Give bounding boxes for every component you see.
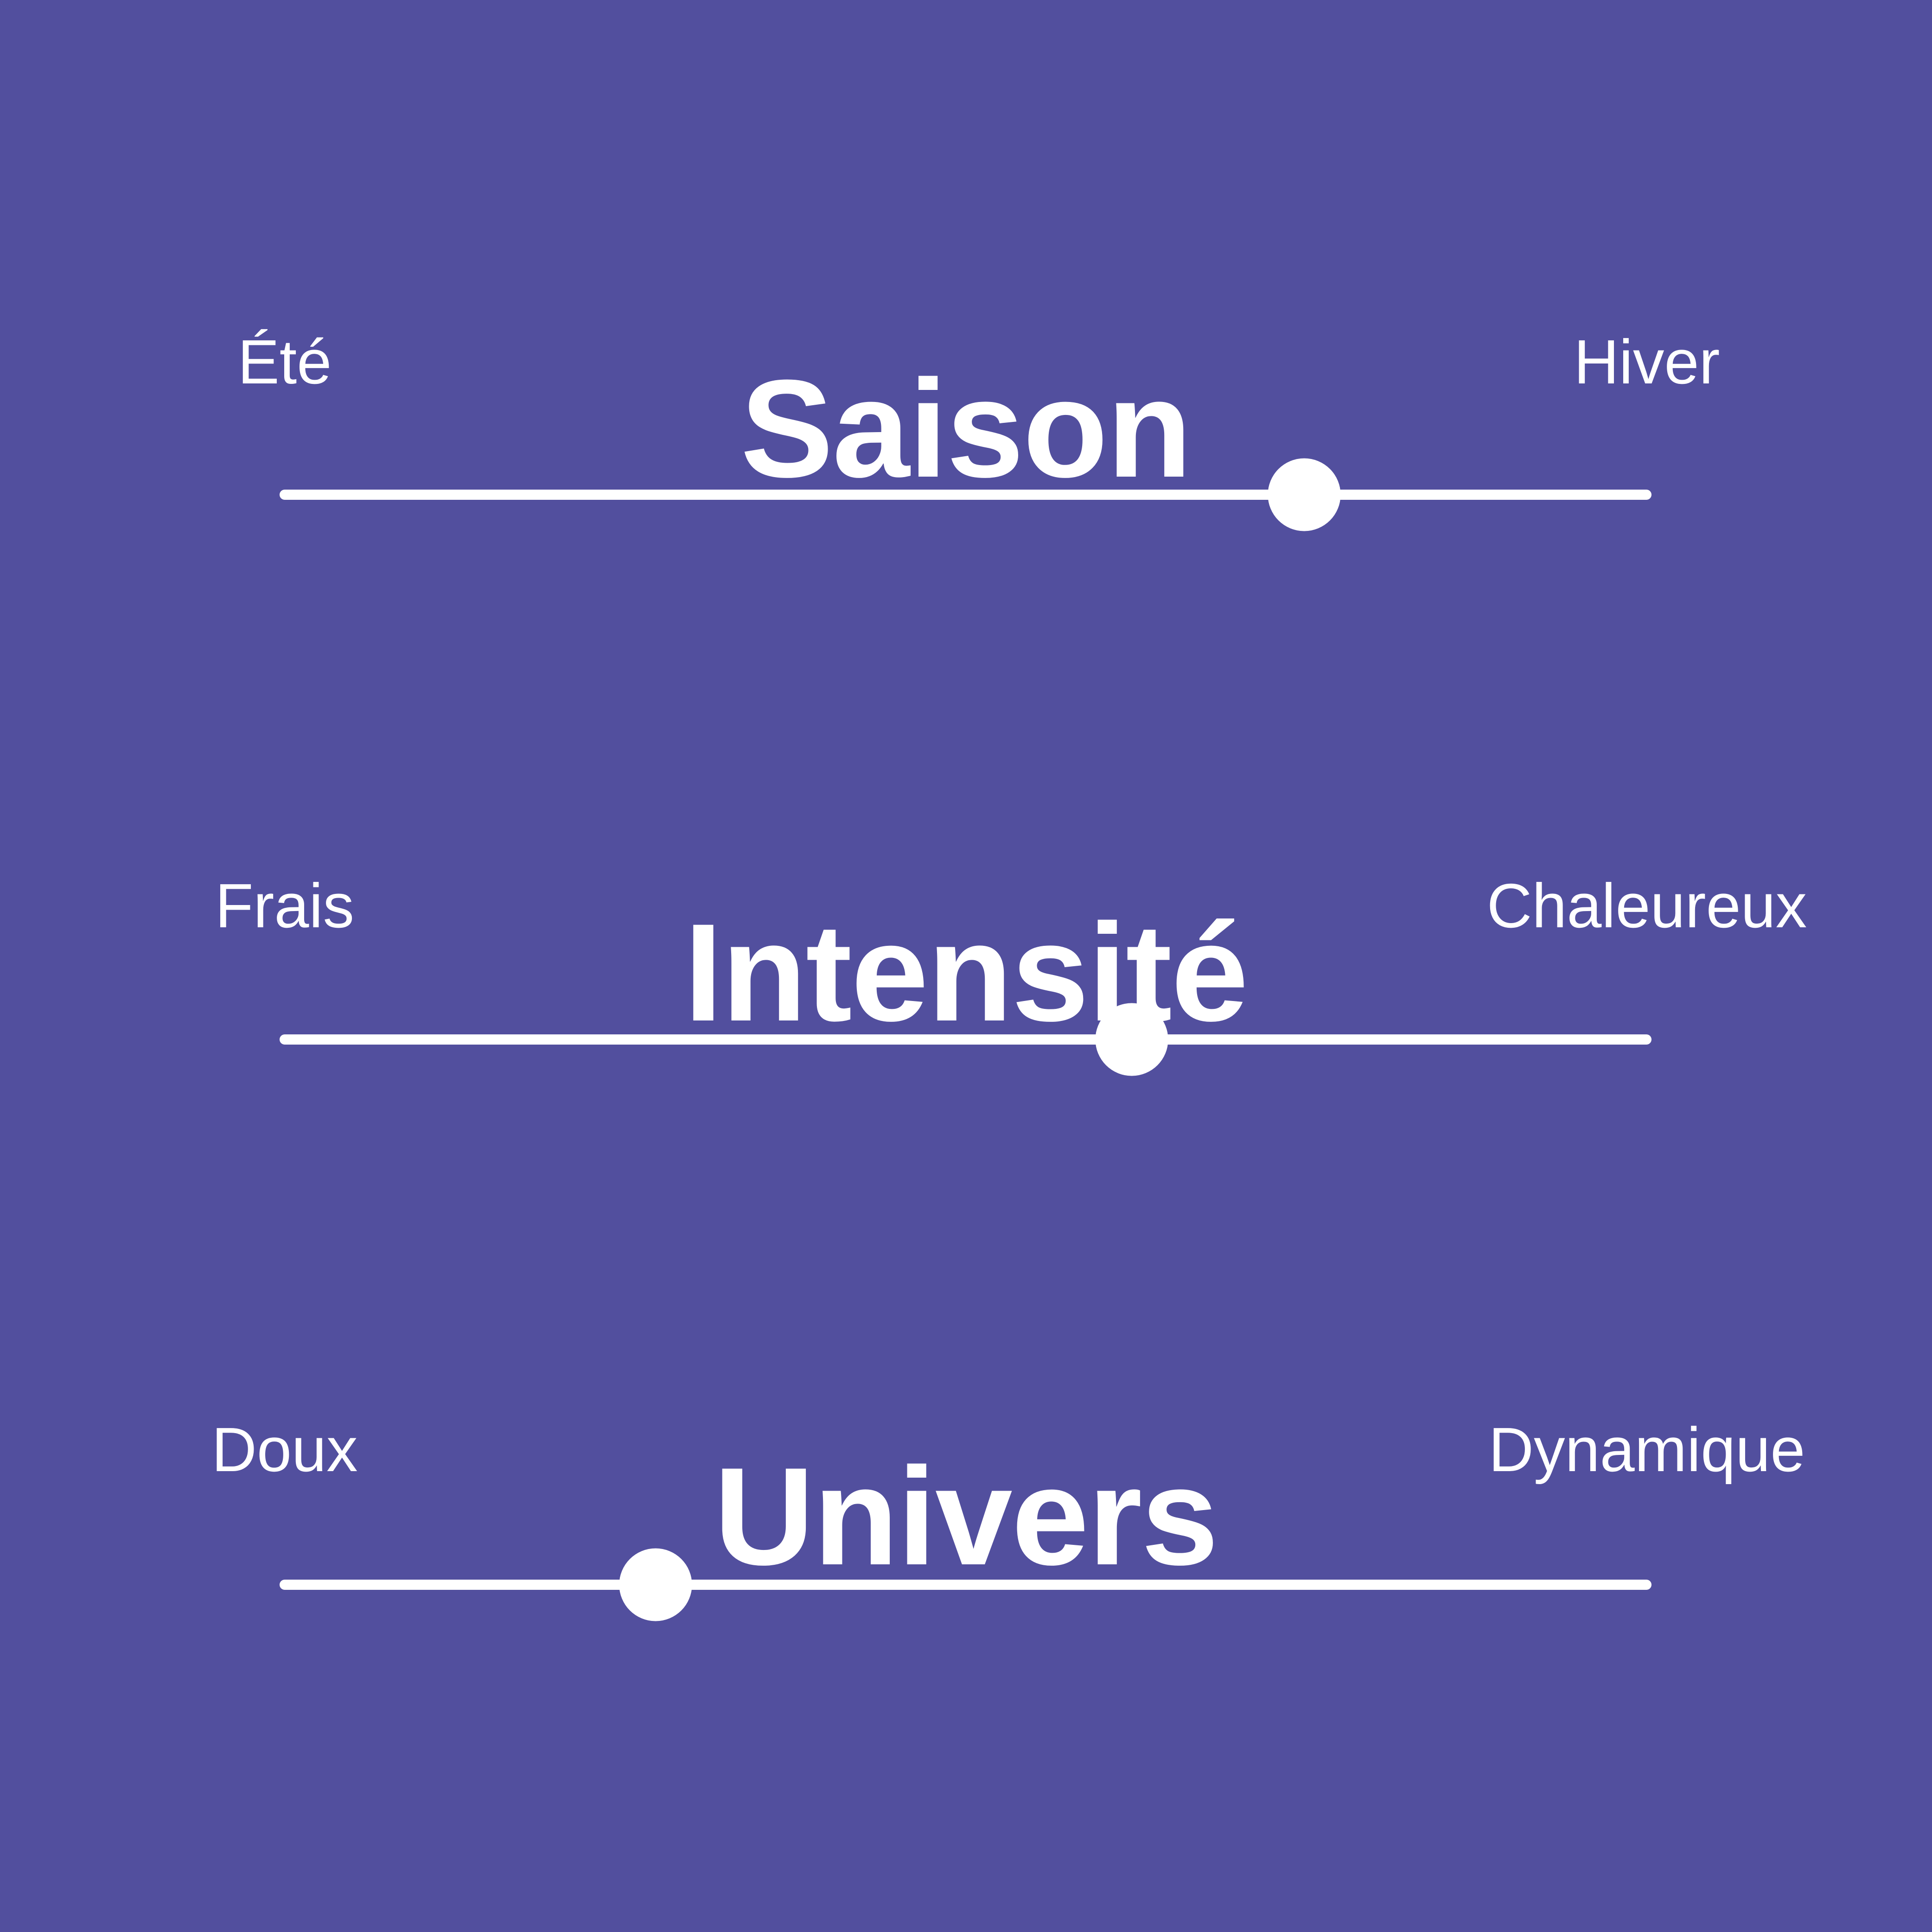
slider-thumb[interactable] [619,1548,692,1621]
slider-right-label: Hiver [1574,327,1720,397]
slider-left-label: Frais [215,871,354,941]
slider-track[interactable] [280,458,1651,531]
slider-right-label: Chaleureux [1486,871,1807,941]
slider-title: Saison [740,351,1192,506]
slider-title: Univers [714,1438,1219,1594]
slider-track[interactable] [280,1548,1651,1621]
slider-left-label: Doux [211,1415,358,1485]
slider-track[interactable] [280,1003,1651,1076]
slider-thumb[interactable] [1268,458,1341,531]
slider-right-label: Dynamique [1488,1415,1805,1485]
slider-thumb[interactable] [1095,1003,1168,1076]
slider-left-label: Été [237,327,332,397]
